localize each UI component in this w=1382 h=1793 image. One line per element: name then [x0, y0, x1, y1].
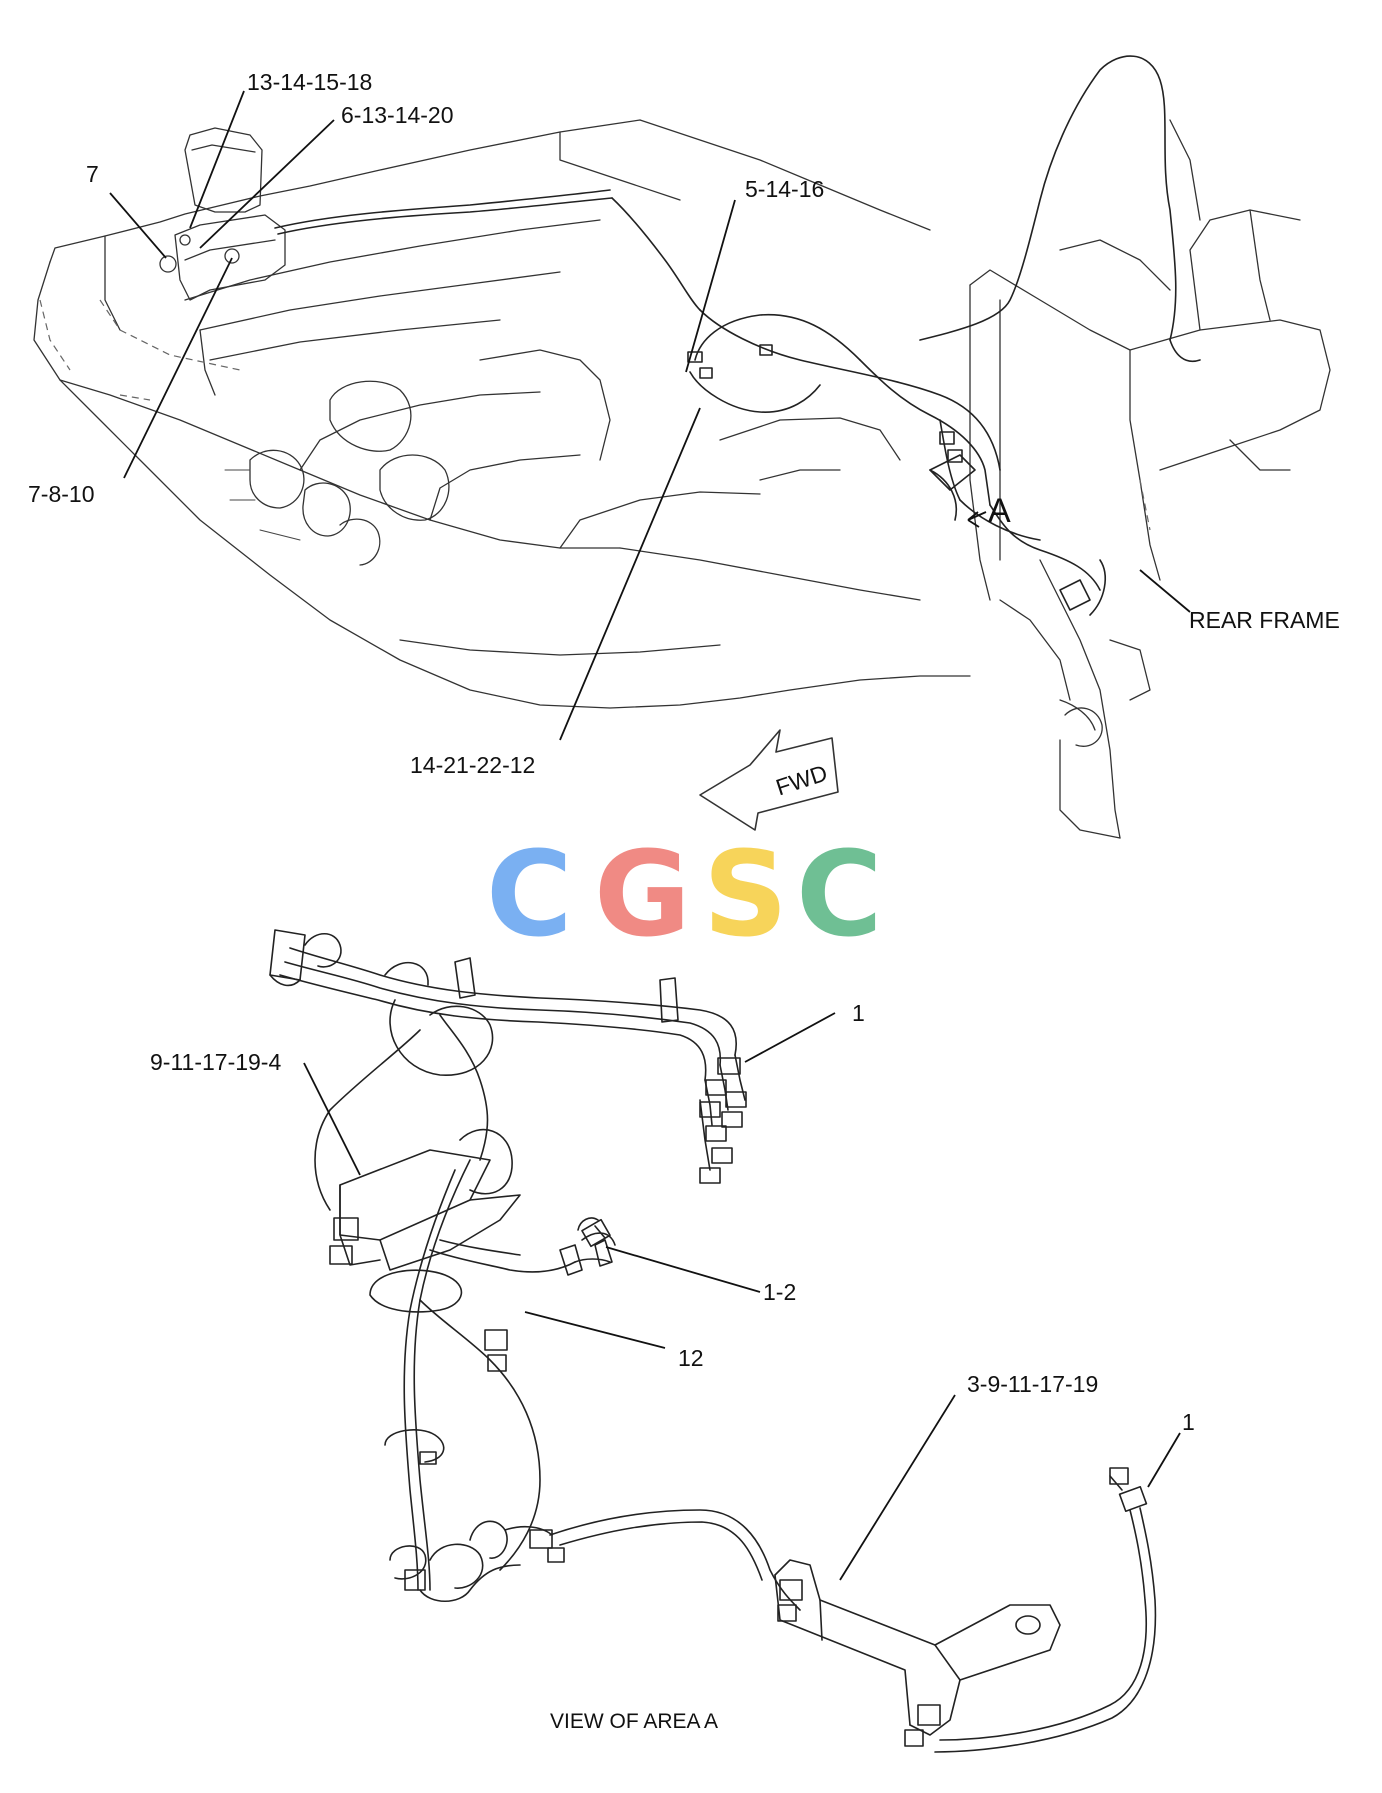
callout-6-13-14-20: 6-13-14-20 — [341, 102, 454, 128]
callout-1-top: 1 — [852, 1000, 865, 1026]
watermark-letter-s: S — [703, 825, 788, 963]
callout-rear-frame: REAR FRAME — [1189, 607, 1340, 633]
callout-14-21-22-12: 14-21-22-12 — [410, 752, 535, 778]
top-leader-lines — [109, 90, 1191, 741]
callout-5-14-16: 5-14-16 — [745, 176, 824, 202]
rear-frame-drawing — [33, 119, 1331, 839]
watermark-letter-c1: C — [486, 825, 573, 963]
callout-area-a: A — [988, 492, 1011, 530]
callout-3-9-11-17-19: 3-9-11-17-19 — [967, 1371, 1098, 1397]
fwd-arrow: FWD — [699, 729, 839, 831]
view-caption: VIEW OF AREA A — [550, 1710, 718, 1733]
callout-1-2: 1-2 — [763, 1279, 796, 1305]
bottom-leader-lines — [303, 1012, 1181, 1581]
fwd-label: FWD — [773, 760, 831, 801]
area-a-arrow — [967, 511, 987, 528]
watermark-letter-g: G — [594, 825, 691, 963]
callout-1-bottom: 1 — [1182, 1409, 1195, 1435]
callout-7: 7 — [86, 161, 99, 187]
top-harness-wiring — [274, 55, 1201, 616]
cgsc-watermark: C G S C — [486, 825, 883, 963]
callout-12: 12 — [678, 1345, 704, 1371]
callout-13-14-15-18: 13-14-15-18 — [247, 69, 372, 95]
callout-9-11-17-19-4: 9-11-17-19-4 — [150, 1049, 281, 1075]
area-a-harness-drawing — [269, 929, 1157, 1753]
callout-7-8-10: 7-8-10 — [28, 481, 94, 507]
watermark-letter-c2: C — [796, 825, 883, 963]
